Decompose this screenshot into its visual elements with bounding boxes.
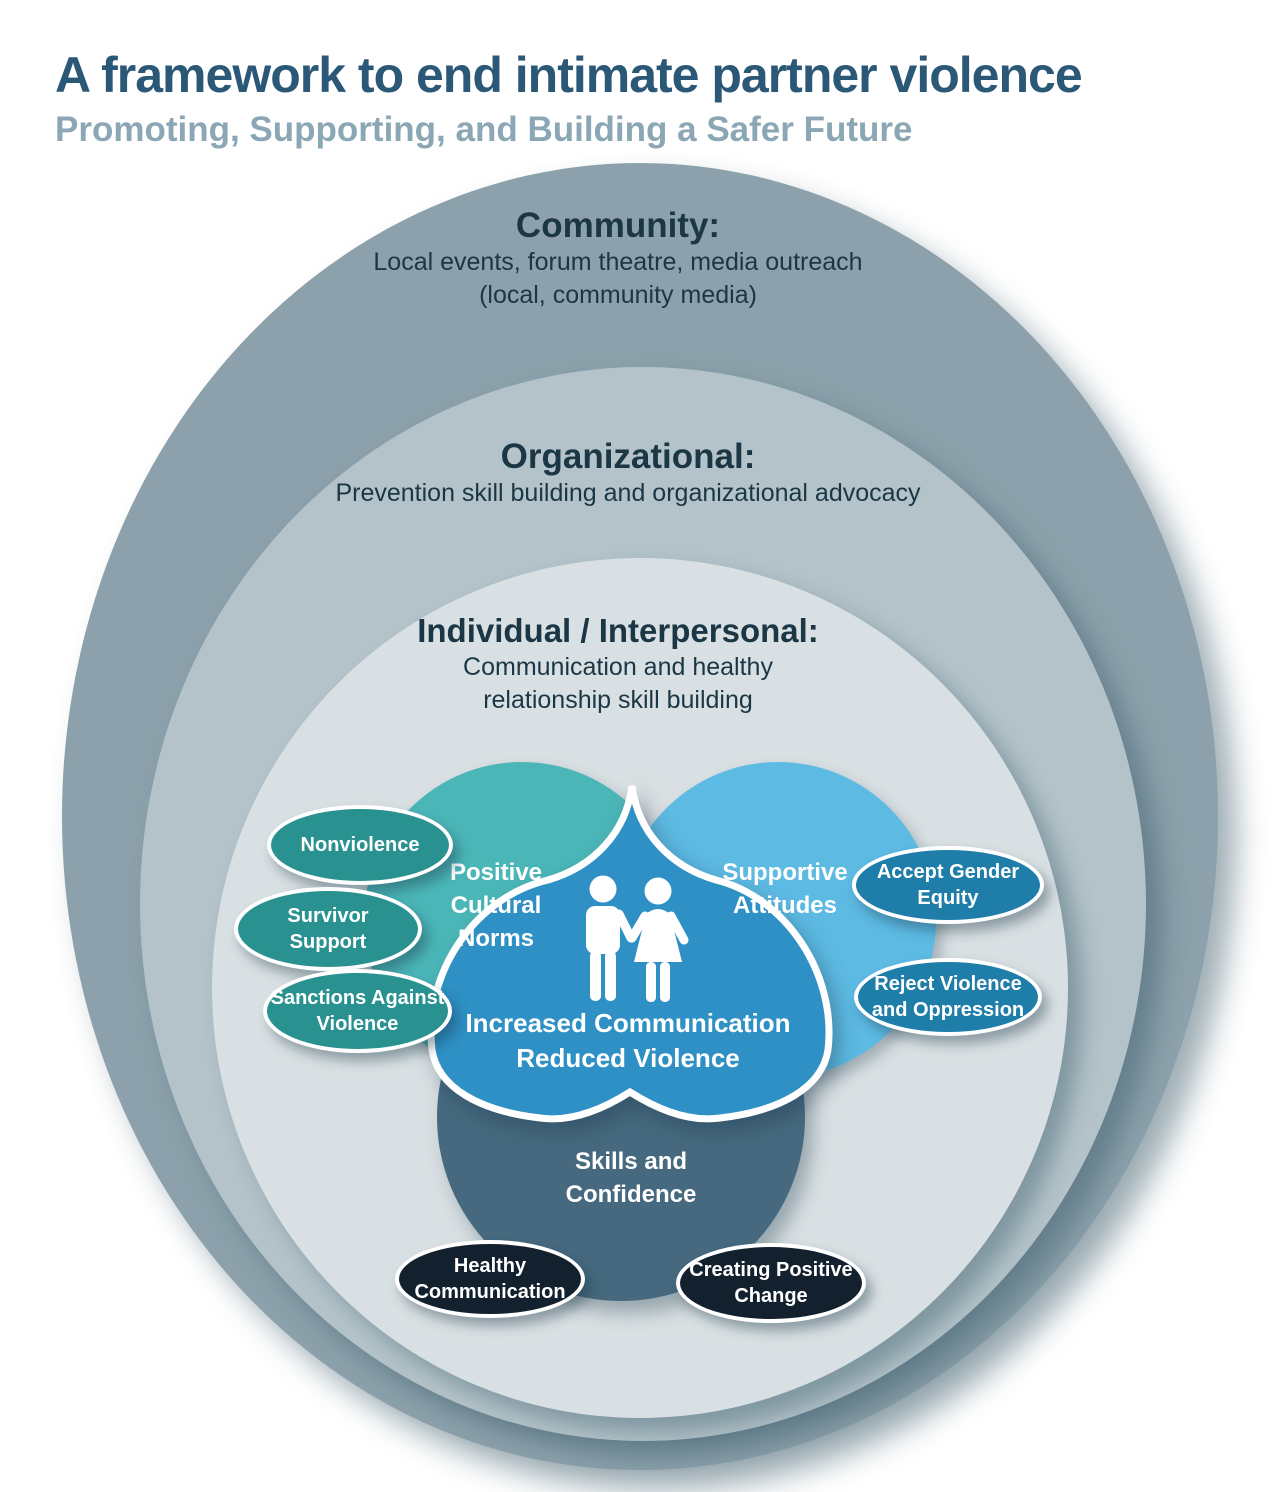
page-title: A framework to end intimate partner viol… (55, 47, 1083, 103)
man-and-woman-couple-icon (586, 875, 689, 1002)
woman-icon (627, 877, 689, 1002)
ring-community-line: Local events, forum theatre, media outre… (373, 248, 863, 276)
oval-reject-violence-and-oppression: Reject Violence and Oppression (854, 958, 1042, 1036)
ring-organizational-line: Prevention skill building and organizati… (335, 479, 921, 507)
ring-community-text: Community: Local events, forum theatre, … (0, 206, 1236, 312)
oval-label: Reject Violence and Oppression (871, 973, 1025, 1021)
oval-sanctions-against-violence: Sanctions Against Violence (263, 969, 452, 1053)
oval-healthy-communication: Healthy Communication (395, 1240, 585, 1318)
oval-nonviolence: Nonviolence (267, 805, 453, 885)
positive-cultural-norms-label: Positive Cultural Norms (449, 859, 543, 952)
ring-individual-line: relationship skill building (483, 686, 753, 714)
ring-organizational-heading: Organizational: (500, 437, 756, 476)
oval-accept-gender-equity: Accept Gender Equity (852, 846, 1044, 924)
venn-center-trefoil (427, 785, 833, 1123)
skills-and-confidence-label: Skills and Confidence (565, 1148, 697, 1208)
oval-creating-positive-change: Creating Positive Change (676, 1243, 866, 1323)
ring-community-heading: Community: (515, 206, 721, 245)
oval-label: Healthy Communication (414, 1255, 566, 1303)
venn-center-label: Increased Communication Reduced Violence (465, 1008, 791, 1073)
oval-label: Nonviolence (300, 834, 420, 856)
oval-label: Survivor Support (287, 905, 369, 953)
ring-individual-text: Individual / Interpersonal: Communicatio… (0, 611, 1236, 717)
ring-organizational-text: Organizational: Prevention skill buildin… (0, 437, 1256, 510)
oval-label: Creating Positive Change (689, 1259, 853, 1307)
supportive-attitudes-label: Supportive Attitudes (722, 859, 848, 919)
oval-label: Sanctions Against Violence (270, 987, 445, 1035)
oval-label: Accept Gender Equity (876, 861, 1020, 909)
ring-individual-line: Communication and healthy (463, 653, 773, 681)
page-subtitle: Promoting, Supporting, and Building a Sa… (55, 110, 913, 149)
oval-survivor-support: Survivor Support (234, 887, 422, 971)
ring-individual-heading: Individual / Interpersonal: (417, 612, 819, 649)
man-icon (586, 875, 636, 1001)
ring-community-line: (local, community media) (479, 281, 757, 309)
